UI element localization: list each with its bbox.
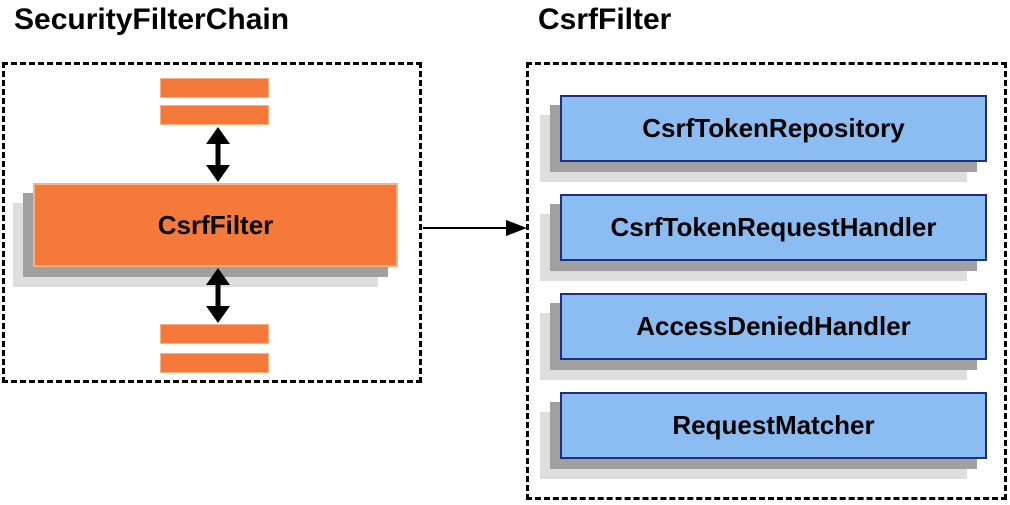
filter-placeholder-bar (160, 105, 269, 125)
security-filter-chain-title: SecurityFilterChain (14, 3, 290, 36)
security-filter-chain-panel: CsrfFilter (2, 62, 422, 383)
csrf-token-request-handler-box: CsrfTokenRequestHandler (560, 194, 987, 261)
component-label: AccessDeniedHandler (636, 311, 911, 341)
flow-arrow-icon (423, 220, 527, 236)
csrf-filter-box-label: CsrfFilter (157, 209, 274, 240)
access-denied-handler-box: AccessDeniedHandler (560, 293, 987, 360)
filter-placeholder-bar (160, 324, 269, 344)
filter-placeholder-bar (160, 353, 269, 373)
component-label: CsrfTokenRequestHandler (610, 212, 937, 242)
csrf-filter-box: CsrfFilter (33, 183, 398, 267)
request-matcher-box: RequestMatcher (560, 392, 987, 459)
bidirectional-arrow-icon (206, 268, 230, 323)
csrf-filter-components-panel: CsrfTokenRepository CsrfTokenRequestHand… (526, 62, 1007, 500)
csrf-token-repository-box: CsrfTokenRepository (560, 95, 987, 162)
bidirectional-arrow-icon (206, 127, 230, 182)
component-label: CsrfTokenRepository (642, 113, 905, 143)
component-label: RequestMatcher (672, 410, 875, 440)
csrf-filter-title: CsrfFilter (538, 3, 672, 36)
filter-placeholder-bar (160, 78, 269, 98)
